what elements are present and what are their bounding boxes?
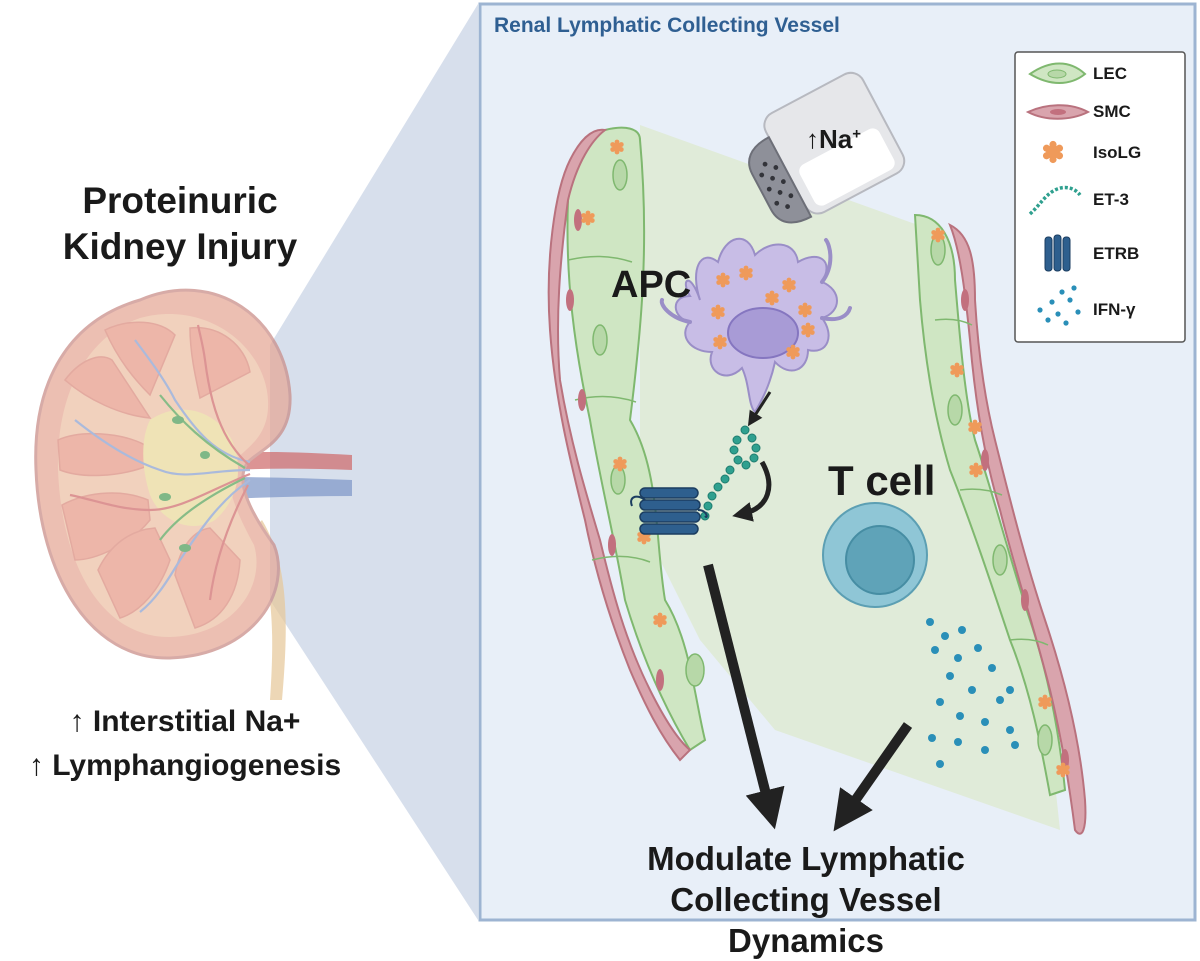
- apc-to-et3-arrow: [747, 391, 772, 427]
- right-wall-cells: [930, 234, 1069, 771]
- legend-label-et3: ET-3: [1093, 190, 1129, 209]
- binding-curved-arrow: [732, 460, 772, 522]
- outcome-line1: Modulate Lymphatic: [647, 840, 965, 877]
- salt-shaker-icon: [748, 71, 906, 224]
- right-outcome-arrow: [833, 722, 913, 832]
- legend-label-lec: LEC: [1093, 64, 1127, 83]
- kidney-illustration: [34, 288, 352, 700]
- zoom-wedge: [270, 4, 478, 920]
- lymph-nodes: [159, 416, 210, 552]
- left-wall-smc: [547, 128, 692, 762]
- t-cell-nucleus: [845, 525, 915, 595]
- smc-cell-icon: [1025, 104, 1091, 120]
- salt-label-charge: +: [852, 125, 862, 143]
- left-title: Proteinuric Kidney Injury: [40, 178, 320, 270]
- t-cell: [822, 502, 928, 608]
- etrb-receptor: [630, 487, 708, 535]
- left-bottom-text: ↑ Interstitial Na+ ↑ Lymphangiogenesis: [0, 700, 370, 788]
- apc-cell: [659, 237, 852, 414]
- apc-nucleus: [727, 307, 799, 359]
- et3-chain: [700, 425, 761, 521]
- ifn-gamma-dots-icon: [1037, 285, 1081, 326]
- right-wall-smc: [948, 222, 1087, 835]
- internal-vessels: [69, 324, 251, 613]
- interstitial-na-line: ↑ Interstitial Na+: [69, 705, 301, 738]
- et3-chain-icon: [1028, 185, 1082, 216]
- salt-label: ↑Na+: [806, 124, 861, 155]
- outcome-line2: Collecting Vessel Dynamics: [670, 881, 942, 959]
- left-title-line2: Kidney Injury: [62, 226, 298, 267]
- legend-label-smc: SMC: [1093, 102, 1131, 121]
- left-wall-cells: [566, 159, 705, 691]
- panel-title: Renal Lymphatic Collecting Vessel: [494, 14, 840, 37]
- left-outcome-arrow: [703, 563, 785, 830]
- legend-label-etrb: ETRB: [1093, 244, 1140, 263]
- apc-label: APC: [611, 264, 692, 306]
- left-title-line1: Proteinuric: [82, 180, 278, 221]
- t-cell-label: T cell: [828, 457, 936, 504]
- etrb-receptor-icon: [1044, 234, 1071, 272]
- diagram-canvas: [34, 2, 1197, 922]
- renal-pyramids: [57, 321, 251, 629]
- outcome-label: Modulate Lymphatic Collecting Vessel Dyn…: [596, 838, 1016, 961]
- lec-cell-icon: [1028, 62, 1087, 84]
- right-wall-lec: [913, 213, 1067, 797]
- ifn-gamma-dots: [926, 618, 1019, 768]
- lymphangiogenesis-line: ↑ Lymphangiogenesis: [28, 749, 342, 782]
- legend-label-ifn-gamma: IFN-γ: [1093, 300, 1136, 319]
- salt-label-text: ↑Na: [806, 124, 853, 154]
- legend-label-isolg: IsoLG: [1093, 143, 1142, 162]
